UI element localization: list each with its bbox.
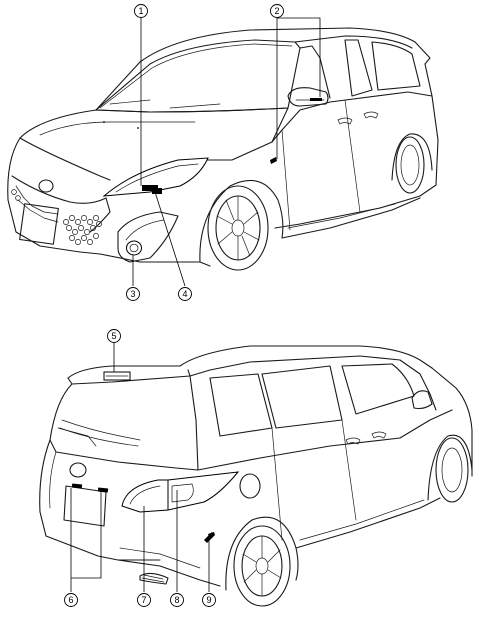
callout-4: 4 (178, 287, 192, 301)
callout-9-label: 9 (206, 595, 211, 605)
callout-1: 1 (134, 4, 148, 18)
callout-9: 9 (202, 593, 216, 607)
headlamp-shape (102, 157, 209, 197)
callout-8-label: 8 (174, 595, 179, 605)
callout-3-label: 3 (130, 289, 135, 299)
callout-7: 7 (137, 593, 151, 607)
callout-2: 2 (270, 4, 284, 18)
callout-4-label: 4 (182, 289, 187, 299)
callout-6-label: 6 (68, 595, 73, 605)
callout-2-label: 2 (274, 6, 279, 16)
callout-5-label: 5 (111, 331, 116, 341)
callout-1-label: 1 (138, 6, 143, 16)
callout-8: 8 (170, 593, 184, 607)
callout-3: 3 (126, 287, 140, 301)
callout-7-label: 7 (141, 595, 146, 605)
callout-5: 5 (107, 329, 121, 343)
leader-lines (70, 17, 321, 592)
callout-6: 6 (64, 593, 78, 607)
front-view-vehicle (7, 27, 439, 271)
rear-view-vehicle (39, 345, 473, 607)
